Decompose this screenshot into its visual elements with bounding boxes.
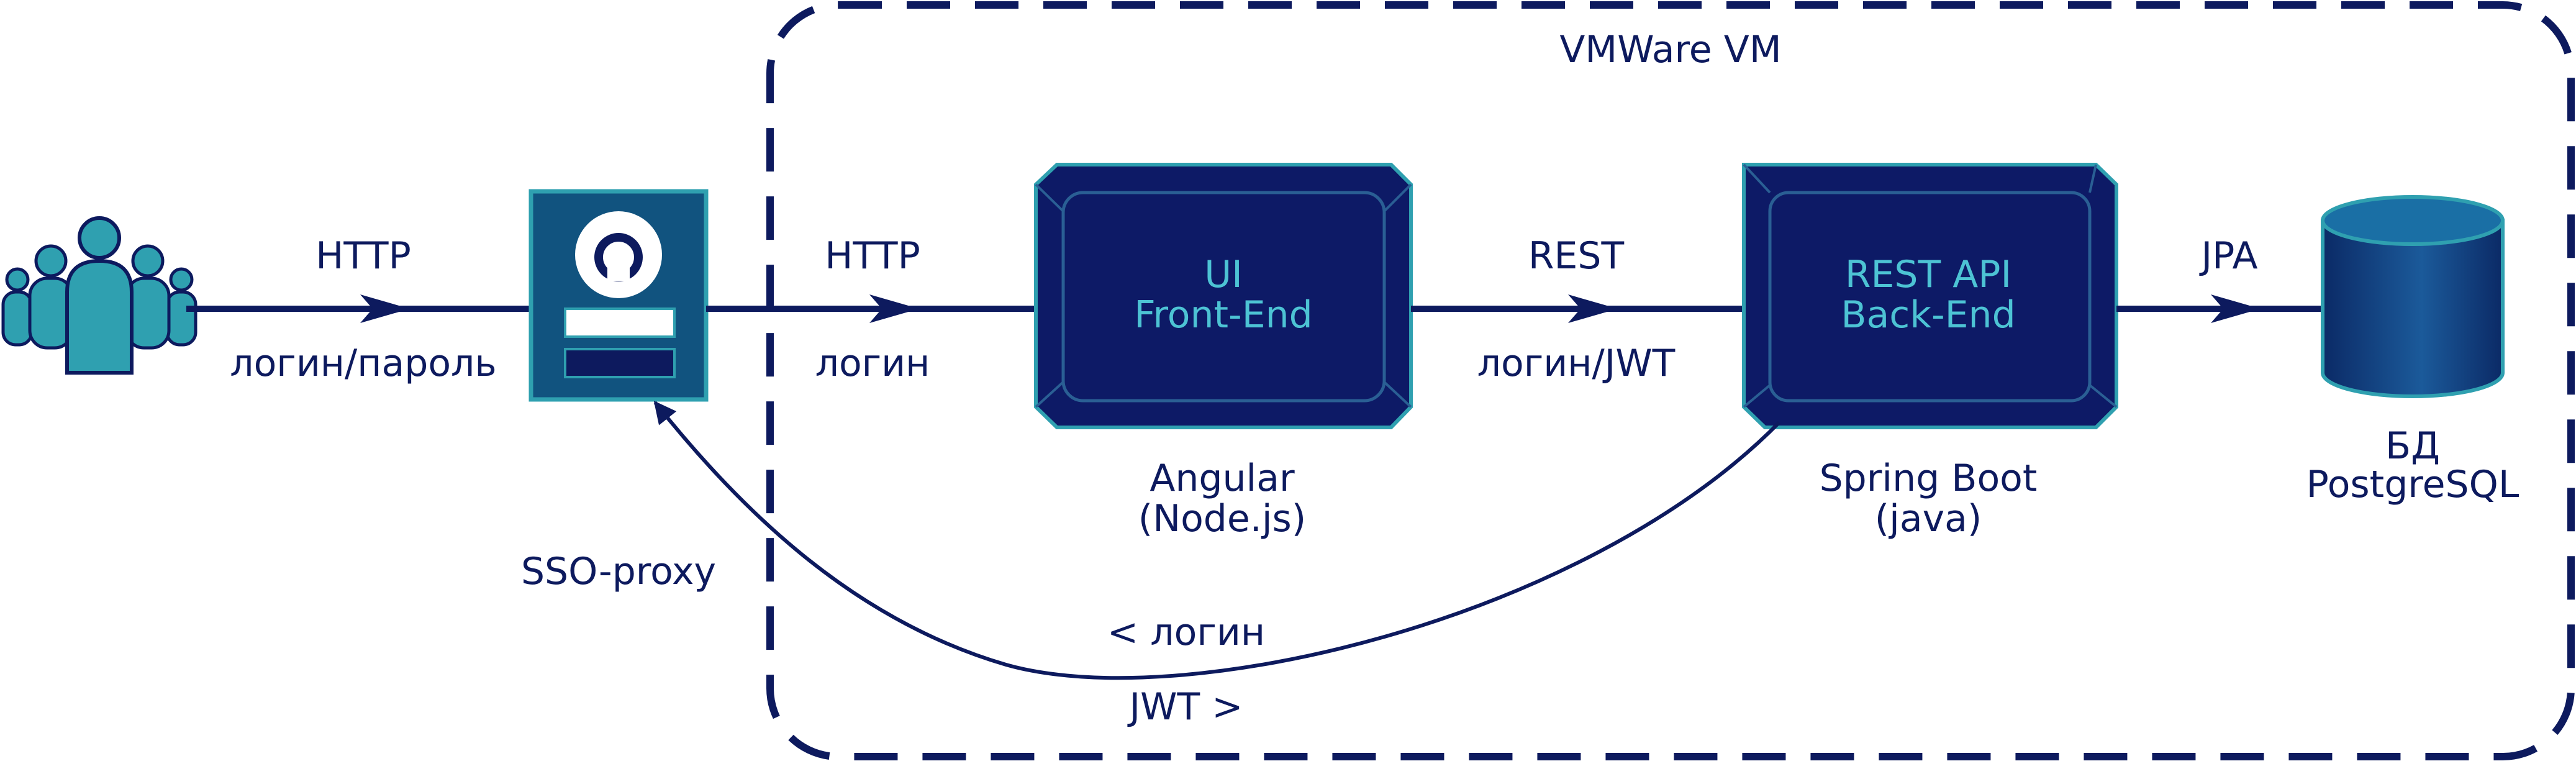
database-node: БД PostgreSQL: [2306, 195, 2519, 506]
api-caption-line1: Spring Boot: [1820, 457, 2038, 500]
ui-title-line1: UI: [1204, 253, 1243, 296]
edge-api-to-db: JPA: [2116, 234, 2323, 323]
edge-ui-to-api: REST логин/JWT: [1411, 234, 1744, 385]
edge-users-to-sso: HTTP логин/пароль: [186, 234, 531, 385]
db-caption-line2: PostgreSQL: [2306, 463, 2519, 506]
api-caption-line2: (java): [1875, 497, 1982, 540]
ui-title-line2: Front-End: [1134, 293, 1312, 337]
edge-users-to-sso-protocol: HTTP: [315, 234, 411, 278]
users-group-icon: [1, 216, 197, 375]
sso-proxy-label: SSO-proxy: [521, 550, 716, 593]
api-title-line1: REST API: [1845, 253, 2011, 296]
sso-proxy-node: SSO-proxy: [521, 189, 716, 593]
edge-sso-to-ui-payload: логин: [815, 342, 930, 385]
ui-caption-line1: Angular: [1150, 457, 1295, 500]
rest-api-back-end-node: REST API Back-End Spring Boot (java): [1742, 163, 2118, 540]
edge-api-to-sso-label-bottom: JWT >: [1127, 685, 1243, 729]
edge-api-to-sso-label-top: < логин: [1107, 611, 1265, 654]
edge-api-to-sso: < логин JWT >: [653, 401, 1781, 729]
database-cylinder-icon: [2321, 219, 2505, 398]
db-caption-line1: БД: [2385, 424, 2440, 468]
vmware-vm-label: VMWare VM: [1559, 28, 1781, 71]
api-title-line2: Back-End: [1841, 293, 2015, 337]
edge-users-to-sso-payload: логин/пароль: [230, 342, 497, 385]
vmware-vm-container: VMWare VM: [766, 1, 2575, 760]
edge-sso-to-ui-protocol: HTTP: [825, 234, 920, 278]
vmware-vm-boundary: [766, 1, 2575, 760]
edge-ui-to-api-payload: логин/JWT: [1477, 342, 1676, 385]
edge-ui-to-api-protocol: REST: [1528, 234, 1625, 278]
ui-caption-line2: (Node.js): [1138, 497, 1306, 540]
edge-sso-to-ui: HTTP логин: [706, 234, 1036, 385]
edge-api-to-db-protocol: JPA: [2198, 234, 2257, 278]
ui-front-end-node: UI Front-End Angular (Node.js): [1034, 163, 1413, 540]
